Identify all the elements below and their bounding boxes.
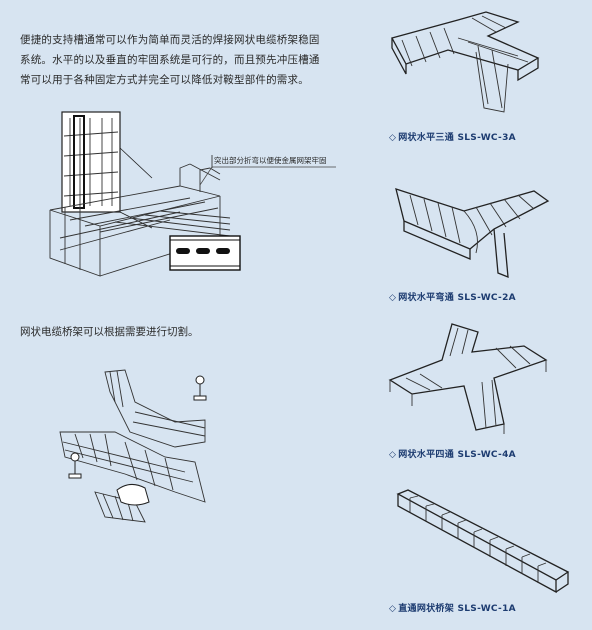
caption-cross: ◇网状水平四通 SLS-WC-4A xyxy=(389,447,516,460)
tee-illustration xyxy=(391,11,540,113)
caption-straight-label: 直通网状桥架 SLS-WC-1A xyxy=(398,604,516,614)
intro-line-1: 便捷的支持槽通常可以作为简单而灵活的焊接网状电缆桥架稳固 xyxy=(20,34,320,46)
callout-leader-line xyxy=(199,166,336,186)
cut-note: 网状电缆桥架可以根据需要进行切割。 xyxy=(20,326,199,338)
caption-tee-label: 网状水平三通 SLS-WC-3A xyxy=(398,133,516,143)
callout-text: 突出部分折弯以便使金属网架牢固 xyxy=(214,156,327,165)
diamond-bullet-icon: ◇ xyxy=(389,133,397,143)
caption-straight: ◇直通网状桥架 SLS-WC-1A xyxy=(389,601,516,614)
diamond-bullet-icon: ◇ xyxy=(389,604,397,614)
diamond-bullet-icon: ◇ xyxy=(389,293,397,303)
caption-elbow: ◇网状水平弯通 SLS-WC-2A xyxy=(389,290,516,303)
caption-elbow-label: 网状水平弯通 SLS-WC-2A xyxy=(398,293,516,303)
diamond-bullet-icon: ◇ xyxy=(389,450,397,460)
elbow-illustration xyxy=(395,188,550,278)
cross-illustration xyxy=(388,323,548,434)
caption-cross-label: 网状水平四通 SLS-WC-4A xyxy=(398,450,516,460)
intro-line-2: 系统。水平的以及垂直的牢固系统是可行的，而且预先冲压槽通 xyxy=(20,54,320,66)
intro-line-3: 常可以用于各种固定方式并完全可以降低对鞍型部件的需求。 xyxy=(20,74,309,86)
caption-tee: ◇网状水平三通 SLS-WC-3A xyxy=(389,130,516,143)
intro-paragraph: 便捷的支持槽通常可以作为简单而灵活的焊接网状电缆桥架稳固 系统。水平的以及垂直的… xyxy=(20,30,340,90)
straight-tray-illustration xyxy=(396,489,570,594)
cutting-illustration xyxy=(59,369,207,523)
support-channel-illustration xyxy=(49,111,241,277)
